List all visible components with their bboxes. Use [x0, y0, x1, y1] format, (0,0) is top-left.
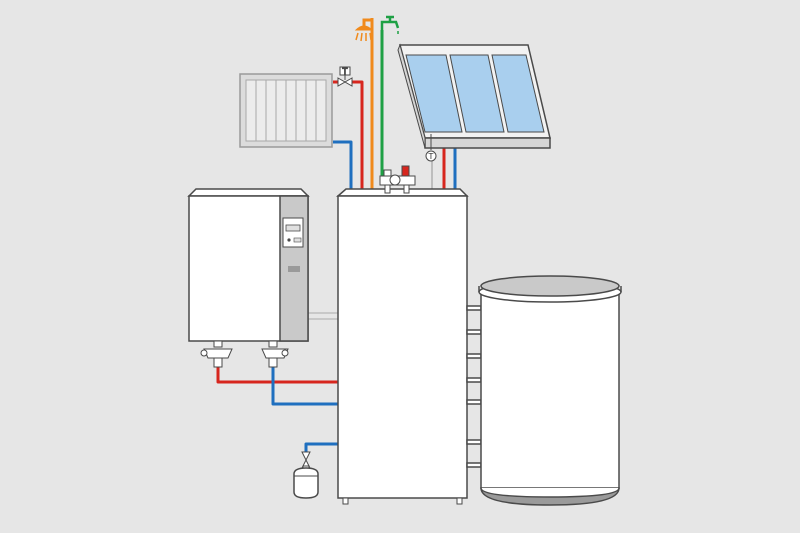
- solar-temp-sensor-icon: T: [425, 134, 437, 162]
- expansion-vessel-icon: [293, 451, 319, 499]
- radiator-supply-pipe: [350, 80, 364, 190]
- side-connectors: [466, 305, 482, 468]
- expansion-pipe: [304, 442, 338, 458]
- tap-icon: [380, 15, 400, 34]
- solar-collector-icon: [397, 43, 551, 149]
- heat-pump-icon: [187, 188, 310, 342]
- buffer-tank-icon: [478, 275, 622, 506]
- radiator-return-pipe: [333, 140, 353, 190]
- storage-tank-icon: [336, 188, 469, 505]
- radiator-valve-icon: T: [337, 66, 353, 87]
- heatpump-supply-pipe: [216, 362, 338, 384]
- radiator-icon: [239, 73, 333, 148]
- svg-text:T: T: [428, 152, 434, 161]
- top-manifold: [379, 165, 416, 194]
- svg-text:T: T: [342, 67, 348, 76]
- control-panel: [282, 217, 304, 272]
- shower-icon: [354, 18, 374, 42]
- heatpump-return-pipe: [271, 362, 338, 406]
- hp-storage-link: [308, 312, 338, 320]
- heatpump-fittings: [200, 340, 289, 368]
